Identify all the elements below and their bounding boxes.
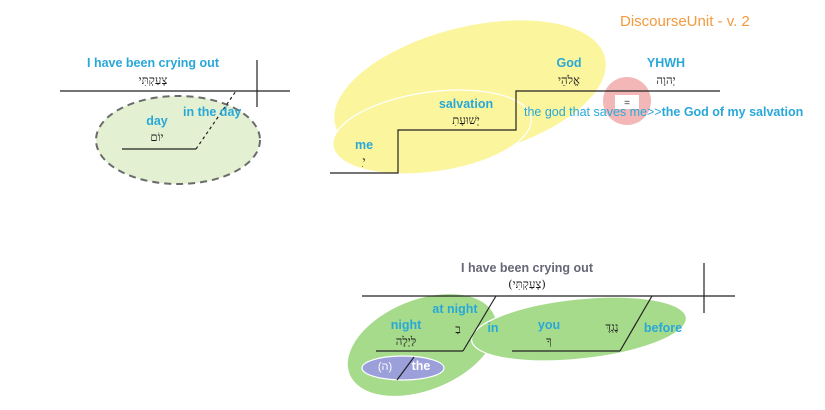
noun-gloss: day [146,114,168,128]
you-hebrew: ךָ [546,334,552,348]
god-gloss: God [557,56,582,70]
verb-gloss: I have been crying out [461,261,594,275]
before-gloss: before [644,321,682,335]
article-gloss: the [412,359,431,373]
yhwh-hebrew: יְהוָה [656,73,675,87]
yhwh-gloss: YHWH [647,56,685,70]
verb-hebrew: (צָעַקְתִּי) [508,277,546,291]
salvation-ellipse [332,89,532,175]
paraphrase-bold: the God of my salvation [662,105,804,119]
verb-hebrew: צָעַקְתִּי [139,73,168,87]
diagram-title: DiscourseUnit - v. 2 [620,13,750,30]
night-hebrew: לַּיְלָה [396,334,416,348]
modifier-ellipse [95,95,261,185]
me-hebrew: ִי [361,154,365,168]
night-gloss: night [391,318,422,332]
salvation-gloss: salvation [439,97,493,111]
article-ellipse [361,355,445,381]
unit-3: I have been crying out (צָעַקְתִּי) at n… [347,261,735,396]
stair-baseline [330,90,720,174]
unit-1: I have been crying out צָעַקְתִּי in the… [60,56,290,185]
me-gloss: me [355,138,373,152]
at-night-gloss: at night [432,302,478,316]
salvation-hebrew: יְשׁוּעָתִ [452,113,480,127]
unit-2: = YHWH יְהוָה God אֱלֹהֵי salvation יְשׁ… [330,20,803,175]
in-gloss: in [487,321,498,335]
modifier-gloss: in the day [183,105,241,119]
equals-sign: = [624,98,630,109]
at-night-slant [462,295,497,352]
verb-gloss: I have been crying out [87,56,220,70]
article-slant [396,356,415,381]
noun-hebrew: יוֹם [150,130,163,144]
you-gloss: you [538,318,560,332]
before-ellipse [470,296,688,362]
paraphrase: the god that saves me>>the God of my sal… [524,105,803,119]
article-hebrew: (ה) [378,361,392,373]
before-hebrew: נֶגְדֶּ [605,320,618,334]
god-hebrew: אֱלֹהֵי [558,73,580,87]
before-slant [619,295,653,352]
paraphrase-plain: the god that saves me>> [524,105,662,119]
at-night-hebrew: בַ [455,322,461,336]
equals-box [615,95,639,109]
